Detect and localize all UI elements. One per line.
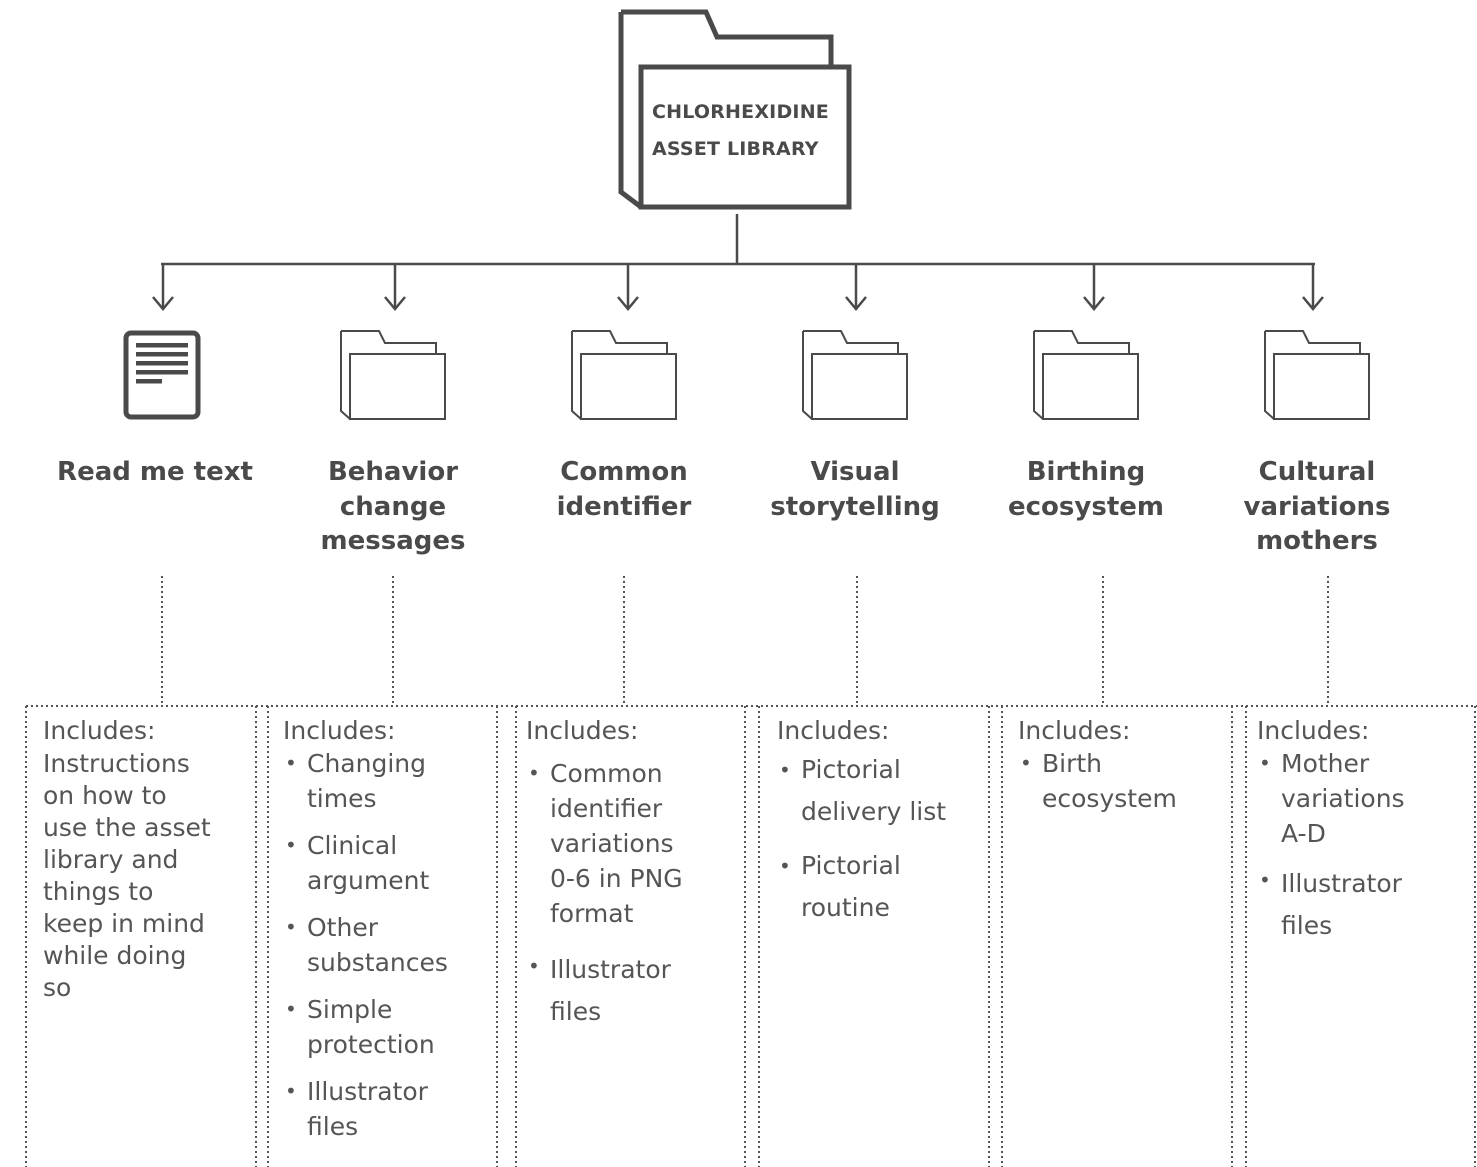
connector-lines <box>152 214 1324 311</box>
folder-icon <box>340 330 446 420</box>
category-title-line: Read me text <box>57 457 253 487</box>
description-line: keep in mind <box>43 909 205 938</box>
category-title-line: variations <box>1243 491 1391 522</box>
includes-label: Includes: <box>283 716 396 745</box>
includes-label: Includes: <box>526 716 639 745</box>
description-line: so <box>43 973 72 1002</box>
includes-label: Includes: <box>1018 716 1131 745</box>
dotted-connectors <box>161 576 1329 704</box>
description-line: on how to <box>43 781 167 810</box>
category-title-common-identifier: Common identifier <box>519 455 729 524</box>
category-title-line: Birthing <box>1026 457 1146 487</box>
description-line: things to <box>43 877 154 906</box>
category-title-line: messages <box>320 526 466 556</box>
includes-panel-read-me: Includes: Instructions on how to use the… <box>43 714 253 1167</box>
description-line: use the asset <box>43 813 211 842</box>
category-title-line: Cultural <box>1258 457 1376 487</box>
category-title-line: mothers <box>1256 526 1378 556</box>
includes-label: Includes: <box>1257 716 1370 745</box>
category-title-line: Behavior <box>327 457 459 487</box>
category-title-line: Common <box>560 457 688 487</box>
category-title-cultural-variations: Cultural variations mothers <box>1212 455 1422 559</box>
description-line: Instructions <box>43 749 190 778</box>
description-line: while doing <box>43 941 187 970</box>
includes-panel-common-identifier: Includes: Commonidentifiervariations0-6 … <box>526 714 741 1167</box>
category-title-birthing-ecosystem: Birthing ecosystem <box>981 455 1191 524</box>
dotted-boxes <box>25 705 1477 1167</box>
category-title-line: identifier <box>556 491 692 522</box>
folder-icon <box>1033 330 1139 420</box>
description-line: library and <box>43 845 179 874</box>
includes-label: Includes: <box>777 716 890 745</box>
includes-label: Includes: <box>43 716 156 745</box>
category-title-read-me: Read me text <box>50 455 260 490</box>
root-title-line: CHLORHEXIDINE <box>652 101 829 123</box>
category-title-line: change <box>339 491 447 522</box>
document-icon <box>123 330 201 420</box>
category-title-behavior-change: Behavior change messages <box>288 455 498 559</box>
folder-icon <box>1264 330 1370 420</box>
category-title-visual-storytelling: Visual storytelling <box>745 455 965 524</box>
folder-icon <box>802 330 908 420</box>
root-title: CHLORHEXIDINE ASSET LIBRARY <box>652 94 852 168</box>
root-title-line: ASSET LIBRARY <box>652 138 819 160</box>
root-folder-icon <box>618 9 852 210</box>
category-title-line: Visual <box>810 457 900 487</box>
folder-icon <box>571 330 677 420</box>
category-title-line: storytelling <box>770 491 940 522</box>
category-title-line: ecosystem <box>1008 491 1164 522</box>
